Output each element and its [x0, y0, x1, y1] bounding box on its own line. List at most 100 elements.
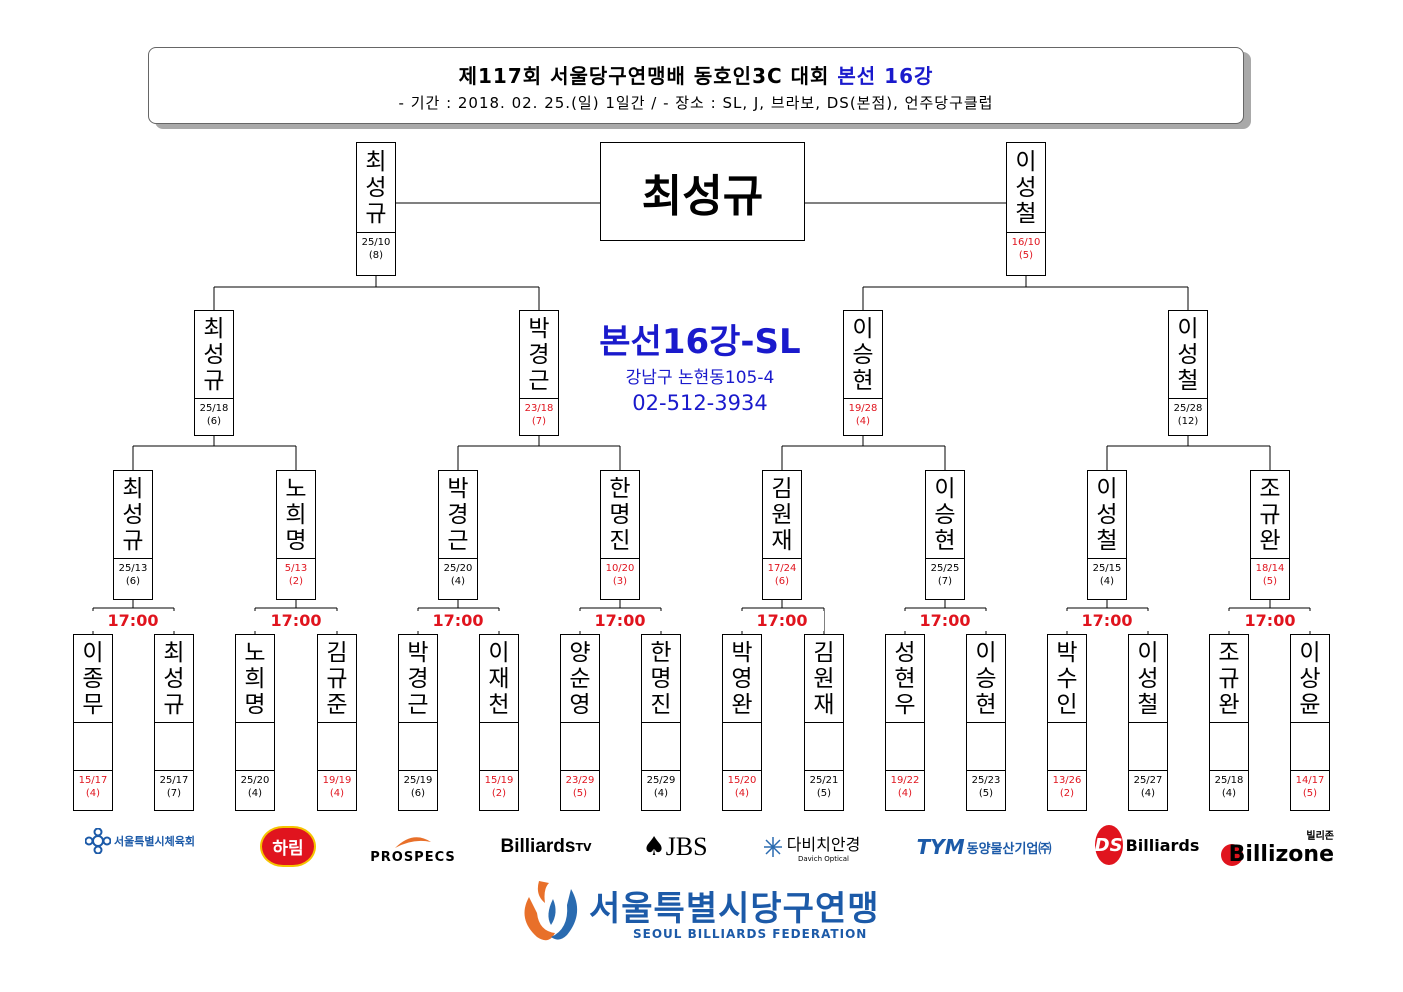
match-score: 23/29(5) — [561, 771, 599, 800]
player-name-char: 경 — [528, 341, 550, 368]
match-time: 17:00 — [903, 611, 987, 631]
player-name-char: 근 — [447, 527, 469, 554]
match-score: 25/17(7) — [155, 771, 193, 800]
score-innings: (6) — [125, 576, 141, 587]
player-name-char: 최 — [122, 475, 144, 502]
match-score: 25/15(4) — [1088, 559, 1126, 588]
sponsor-prospecs: PROSPECS — [368, 830, 458, 870]
match-score: 10/20(3) — [601, 559, 639, 588]
score-innings: (2) — [1059, 788, 1075, 799]
score-innings: (6) — [206, 416, 222, 427]
venue-address: 강남구 논현동105-4 — [625, 368, 775, 388]
player-name-char: 명 — [244, 691, 266, 718]
ds-billiards-logo-icon: DS — [1094, 825, 1123, 865]
score-points: 25/13 — [118, 563, 148, 574]
sponsor-harim: 하림 — [256, 825, 320, 867]
sponsor-label: PROSPECS — [370, 849, 456, 865]
score-points: 25/10 — [361, 237, 391, 248]
player-name-char: 조 — [1259, 475, 1281, 502]
player-name-char: 노 — [244, 639, 266, 666]
player-name-char: 규 — [1259, 501, 1281, 528]
sponsor-label: 동양물산기업㈜ — [966, 841, 1052, 857]
player-name-char: 김 — [813, 639, 835, 666]
match-time: 17:00 — [1228, 611, 1312, 631]
match-score: 17/24(6) — [763, 559, 801, 588]
match-score: 13/26(2) — [1048, 771, 1086, 800]
score-innings: (4) — [1140, 788, 1156, 799]
score-points: 25/15 — [1092, 563, 1122, 574]
match-score: 25/21 (5) — [805, 771, 843, 800]
player-name-char: 조 — [1218, 639, 1240, 666]
player-name-char: 성 — [1177, 341, 1199, 368]
score-innings: (4) — [329, 788, 345, 799]
sponsor-sup: 빌리존 — [1306, 831, 1334, 842]
match-score: 19/19 (4) — [318, 771, 356, 800]
sponsor-sup: TV — [575, 840, 592, 854]
score-innings: (4) — [1221, 788, 1237, 799]
player-name-char: 경 — [447, 501, 469, 528]
player-name-char: 승 — [852, 341, 874, 368]
sponsor-davich: 다비치안경 Davich Optical — [752, 828, 870, 866]
player-name-char: 천 — [488, 691, 510, 718]
match-score: 25/28(12) — [1169, 399, 1207, 428]
round-title: 본선 16강 — [837, 64, 934, 88]
score-innings: (12) — [1177, 416, 1199, 427]
score-points: 23/18 — [524, 403, 554, 414]
sponsor-label: 서울특별시체육회 — [114, 835, 195, 848]
score-points: 15/20 — [727, 775, 757, 786]
player-name-char: 박 — [528, 315, 550, 342]
match-time: 17:00 — [578, 611, 662, 631]
result-blank — [236, 723, 274, 771]
score-points: 16/10 — [1011, 237, 1041, 248]
player-name-char: 영 — [569, 691, 591, 718]
result-blank — [1291, 723, 1329, 771]
score-innings: (5) — [572, 788, 588, 799]
billizone-logo-icon — [1220, 843, 1243, 866]
score-points: 14/17 — [1295, 775, 1325, 786]
player-name-char: 철 — [1137, 691, 1159, 718]
score-points: 19/19 — [322, 775, 352, 786]
match-score: 15/17(4) — [74, 771, 112, 800]
player-name-char: 김 — [771, 475, 793, 502]
score-points: 25/21 — [809, 775, 839, 786]
player-name-char: 상 — [1299, 665, 1321, 692]
score-points: 25/18 — [199, 403, 229, 414]
player-name-char: 이 — [934, 475, 956, 502]
sponsor-sub: Davich Optical — [797, 855, 849, 863]
match-score: 25/23(5) — [967, 771, 1005, 800]
score-points: 25/27 — [1133, 775, 1163, 786]
player-name-char: 규 — [365, 200, 387, 227]
sponsor-jbs: ♠ JBS — [630, 828, 720, 866]
player-name-char: 인 — [1056, 691, 1078, 718]
score-innings: (5) — [816, 788, 832, 799]
federation-name: 서울특별시당구연맹 — [589, 889, 880, 929]
result-blank — [74, 723, 112, 771]
score-innings: (8) — [368, 250, 384, 261]
match-score: 15/20(4) — [723, 771, 761, 800]
score-points: 17/24 — [767, 563, 797, 574]
player-name-char: 진 — [650, 691, 672, 718]
score-points: 25/20 — [443, 563, 473, 574]
player-name-char: 이 — [852, 315, 874, 342]
player-name-char: 승 — [934, 501, 956, 528]
sponsor-seoul-sports-council: 서울특별시체육회 — [80, 828, 200, 854]
tournament-title: 제117회 서울당구연맹배 동호인3C 대회 — [458, 64, 830, 88]
player-name-char: 이 — [1299, 639, 1321, 666]
player-name-char: 이 — [1096, 475, 1118, 502]
result-blank — [967, 723, 1005, 771]
player-name-char: 철 — [1177, 367, 1199, 394]
player-name-char: 규 — [122, 527, 144, 554]
